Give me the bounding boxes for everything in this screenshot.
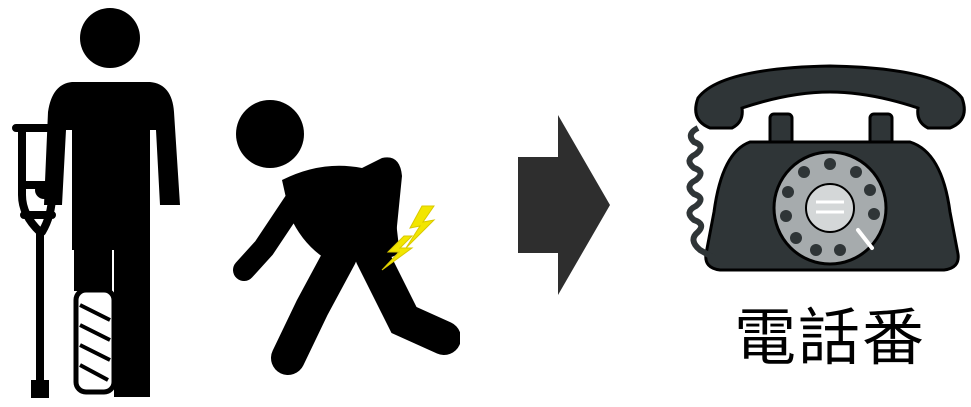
pain-person-leg-back <box>372 256 444 338</box>
person-right-leg <box>114 245 150 397</box>
phone-dial <box>774 152 886 264</box>
person-torso <box>44 82 180 250</box>
phone-handset <box>696 66 965 128</box>
rotary-telephone-icon <box>680 62 971 277</box>
right-arrow-icon <box>518 115 610 295</box>
person-left-leg <box>74 245 112 291</box>
person-head <box>80 8 140 68</box>
crutch <box>16 128 58 385</box>
crutch-injured-person-icon <box>0 0 215 407</box>
back-pain-person-icon <box>222 88 460 388</box>
pain-person-leg-front <box>288 256 340 358</box>
caption-text: 電話番 <box>730 302 930 374</box>
pain-person-head <box>236 100 304 168</box>
